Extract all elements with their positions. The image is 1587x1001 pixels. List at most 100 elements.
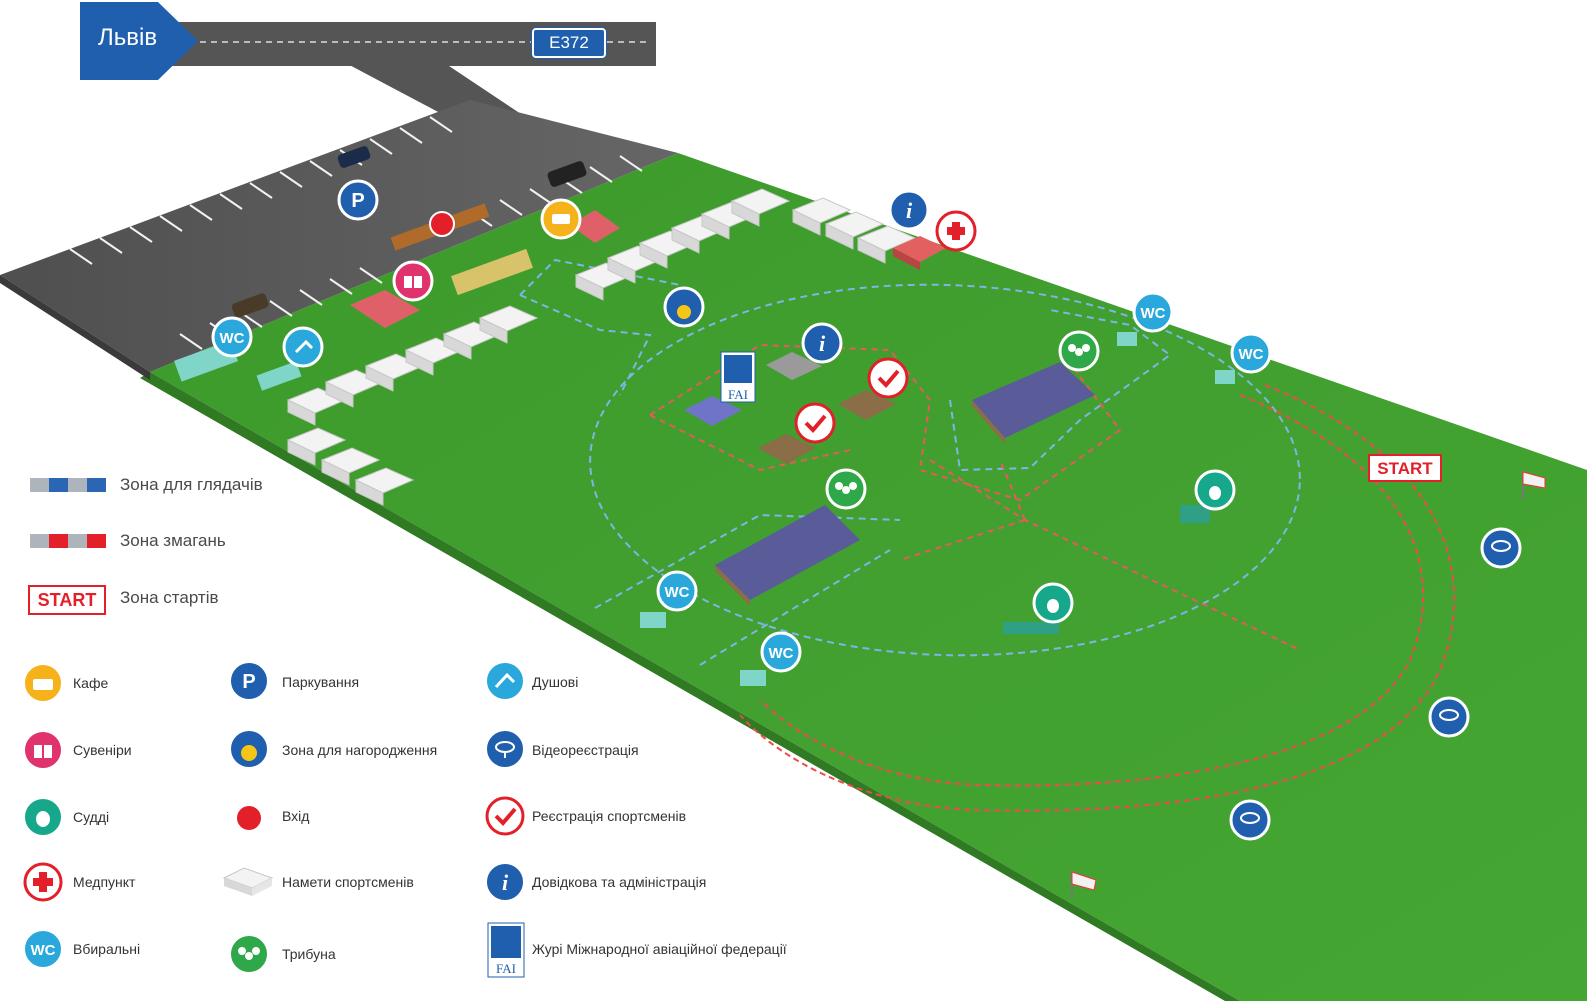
gift-marker[interactable]: [392, 260, 434, 302]
parking-icon: P: [229, 661, 269, 701]
video-camera-icon: [485, 729, 525, 769]
parking-lot-edge: [0, 275, 150, 380]
legend-label: Вхід: [282, 808, 310, 824]
shower-block: [256, 361, 302, 391]
svg-text:i: i: [502, 870, 509, 895]
wc-marker[interactable]: WC: [1230, 332, 1272, 374]
wc-block: [740, 670, 766, 686]
registration-marker[interactable]: [867, 357, 909, 399]
svg-text:WC: WC: [769, 645, 794, 662]
svg-text:WC: WC: [1239, 346, 1264, 363]
wc-block: [1215, 370, 1235, 384]
zone-label: Зона стартів: [120, 588, 219, 607]
legend-label: Сувеніри: [73, 742, 132, 758]
wc-marker[interactable]: WC: [211, 316, 253, 358]
road-code-badge: E372: [532, 28, 606, 58]
svg-text:P: P: [351, 190, 364, 212]
judges-table: [1003, 622, 1059, 634]
entrance-dot-icon: [237, 806, 261, 830]
car: [337, 146, 371, 168]
windsock: [1071, 870, 1097, 898]
start-zone-track: [739, 384, 1456, 812]
checkmark-icon: [485, 796, 525, 836]
legend-label: Паркування: [282, 674, 360, 690]
grass-field: [150, 153, 1587, 1001]
fai-jury-marker[interactable]: FAI: [720, 351, 756, 403]
wc-marker[interactable]: WC: [656, 570, 698, 612]
city-label: Львів: [98, 24, 158, 51]
whistle-icon: [23, 797, 63, 837]
wc-block: [1117, 332, 1137, 346]
car: [231, 293, 269, 318]
info-tent: [766, 352, 822, 380]
legend-label: Відеореєстрація: [532, 742, 639, 758]
registration-tent: [838, 390, 896, 420]
info-marker[interactable]: i: [801, 322, 843, 364]
zone-label: Зона змагань: [120, 531, 226, 550]
parking-lot: [0, 100, 678, 372]
legend-label: Журі Міжнародної авіаційної федерації: [532, 941, 787, 957]
tent-icon: [222, 867, 274, 896]
parking-marker[interactable]: P: [337, 179, 379, 221]
entrance-marker[interactable]: [429, 211, 455, 237]
competition-zone-swatch: [30, 534, 106, 548]
athlete-tents: [286, 188, 917, 506]
registration-tent: [758, 434, 816, 464]
wc-block: [640, 612, 666, 628]
legend-label: Довідкова та адміністрація: [532, 874, 707, 890]
wc-icon: WC: [23, 929, 63, 969]
svg-text:WC: WC: [1141, 305, 1166, 322]
competition-zone-boundary: [649, 343, 1301, 651]
legend-label: Реєстрація спортсменів: [532, 808, 687, 824]
souvenir-pavilion: [350, 290, 420, 328]
grandstand-marker[interactable]: [825, 468, 867, 510]
shower-icon: [485, 661, 525, 701]
grandstand: [715, 505, 860, 606]
wc-marker[interactable]: WC: [1132, 291, 1174, 333]
svg-text:i: i: [819, 331, 826, 356]
svg-text:WC: WC: [665, 584, 690, 601]
cafe-icon: [23, 663, 63, 703]
medical-cross-icon: [23, 862, 63, 902]
grandstand: [972, 362, 1095, 444]
medical-marker[interactable]: [935, 210, 977, 252]
fai-logo-icon: FAI: [487, 922, 525, 978]
info-marker[interactable]: i: [888, 189, 930, 231]
video-marker[interactable]: [1229, 799, 1271, 841]
svg-text:FAI: FAI: [496, 961, 516, 976]
start-zone-badge: START: [28, 585, 106, 615]
spectator-zone-swatch: [30, 478, 106, 492]
judges-marker[interactable]: [1194, 469, 1236, 511]
svg-text:P: P: [242, 671, 255, 693]
registration-marker[interactable]: [794, 402, 836, 444]
zone-label: Зона для глядачів: [120, 475, 263, 494]
windsock: [1522, 470, 1546, 500]
gift-icon: [23, 730, 63, 770]
cafe-pavilion: [570, 210, 620, 243]
spectator-zone-boundary: [519, 258, 1301, 666]
grandstand-marker[interactable]: [1058, 330, 1100, 372]
legend-label: Зона для нагородження: [282, 742, 438, 758]
cafe-tables: [450, 248, 534, 296]
judges-marker[interactable]: [1032, 582, 1074, 624]
legend-label: Намети спортсменів: [282, 874, 414, 890]
legend-label: Судді: [73, 809, 110, 825]
svg-text:FAI: FAI: [728, 387, 748, 402]
svg-text:WC: WC: [31, 942, 56, 959]
medical-tent: [893, 236, 946, 262]
grass-field-edge: [140, 372, 1240, 1001]
shower-marker[interactable]: [282, 326, 324, 368]
video-marker[interactable]: [1428, 696, 1470, 738]
wc-marker[interactable]: WC: [760, 631, 802, 673]
legend-label: Медпункт: [73, 874, 136, 890]
legend-label: Душові: [532, 674, 579, 690]
video-marker[interactable]: [1480, 527, 1522, 569]
jury-tent: [684, 396, 742, 426]
cafe-marker[interactable]: [540, 198, 582, 240]
medal-marker[interactable]: [663, 286, 705, 328]
grandstand-icon: [229, 934, 269, 974]
legend-label: Вбиральні: [73, 941, 141, 957]
legend-label: Кафе: [73, 675, 109, 691]
